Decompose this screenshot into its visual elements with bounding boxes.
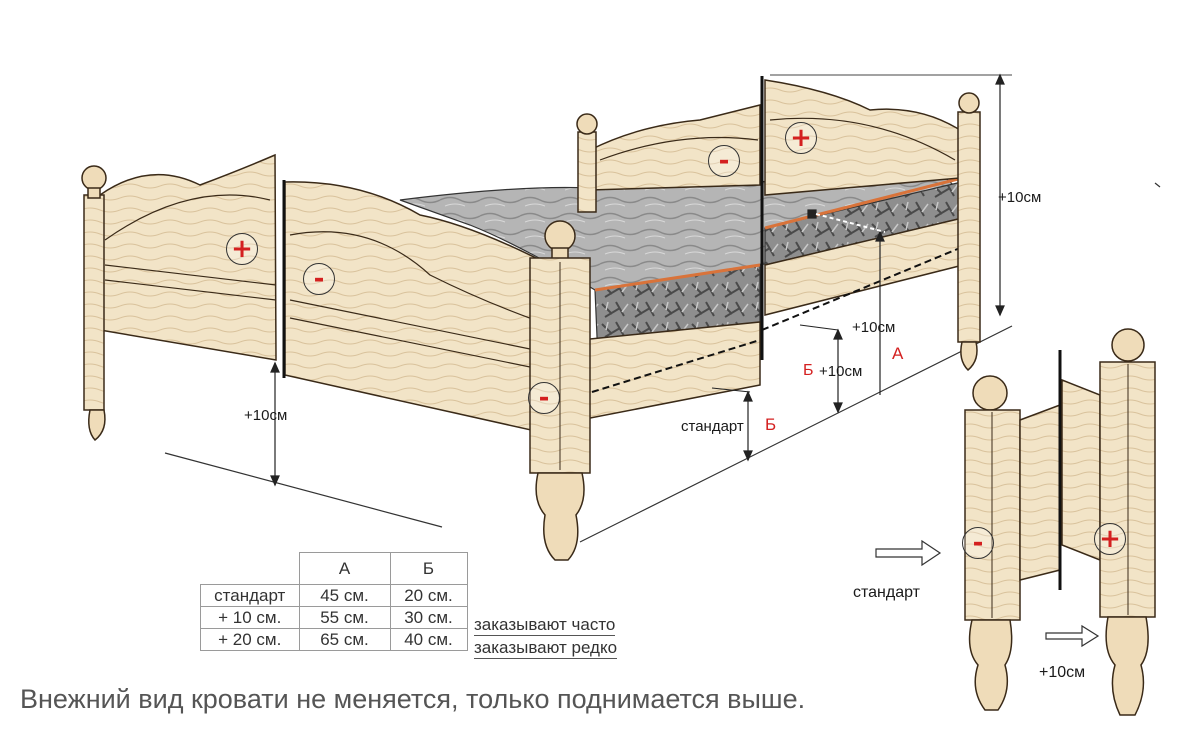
a-letter-label: А (892, 344, 904, 363)
b-letter-label: Б (803, 362, 814, 379)
leg-detail-standard (964, 375, 1061, 711)
table-row: + 20 см. 65 см. 40 см. (200, 628, 468, 651)
raised-headboard (760, 74, 1012, 372)
plus-marker-left: + (226, 233, 258, 265)
leg-standard-label: стандарт (853, 584, 920, 601)
row-label: стандарт (200, 584, 300, 607)
cell-a: 65 см. (298, 628, 391, 651)
minus-marker-post: - (528, 382, 560, 414)
spec-table-header: А Б (201, 552, 468, 585)
b-dimension-label: +10см (819, 363, 863, 380)
footboard (282, 180, 541, 433)
table-row: + 10 см. 55 см. 30 см. (200, 606, 468, 629)
row-label: + 20 см. (200, 628, 300, 651)
minus-marker-back: - (708, 145, 740, 177)
left-dimension-label: +10см (244, 407, 288, 424)
spec-table: А Б стандарт 45 см. 20 см. + 10 см. 55 с… (200, 552, 468, 651)
column-header-a: А (298, 552, 391, 585)
minus-marker-leg: - (962, 527, 994, 559)
front-post (529, 220, 591, 561)
cell-b: 40 см. (389, 628, 468, 651)
table-row: стандарт 45 см. 20 см. (200, 584, 468, 607)
side-rail (579, 214, 976, 421)
headboard-dimension-label: +10см (998, 189, 1042, 206)
row-note-rarely: заказывают редко (474, 638, 618, 659)
cell-a: 55 см. (298, 606, 391, 629)
leg-plus10-label: +10см (1039, 664, 1086, 681)
cell-b: 20 см. (389, 584, 468, 607)
floor-lines (164, 182, 1161, 543)
plus-marker-leg: + (1094, 523, 1126, 555)
left-headboard (81, 153, 277, 442)
dimension-arrows (270, 73, 1005, 487)
cell-a: 45 см. (298, 584, 391, 607)
row-note-often: заказывают часто (474, 615, 616, 636)
standard-b-label: Б (765, 415, 777, 434)
minus-marker-footboard: - (303, 263, 335, 295)
leg-detail-plus10 (1058, 328, 1156, 716)
column-header-b: Б (389, 552, 468, 585)
row-label: + 10 см. (200, 606, 300, 629)
inset-arrows (875, 539, 1100, 648)
footer-caption: Внежний вид кровати не меняется, только … (20, 684, 806, 714)
standard-label: стандарт (681, 418, 744, 435)
cell-b: 30 см. (389, 606, 468, 629)
plus-marker-back: + (785, 122, 817, 154)
inner-dimension-label: +10см (852, 319, 896, 336)
